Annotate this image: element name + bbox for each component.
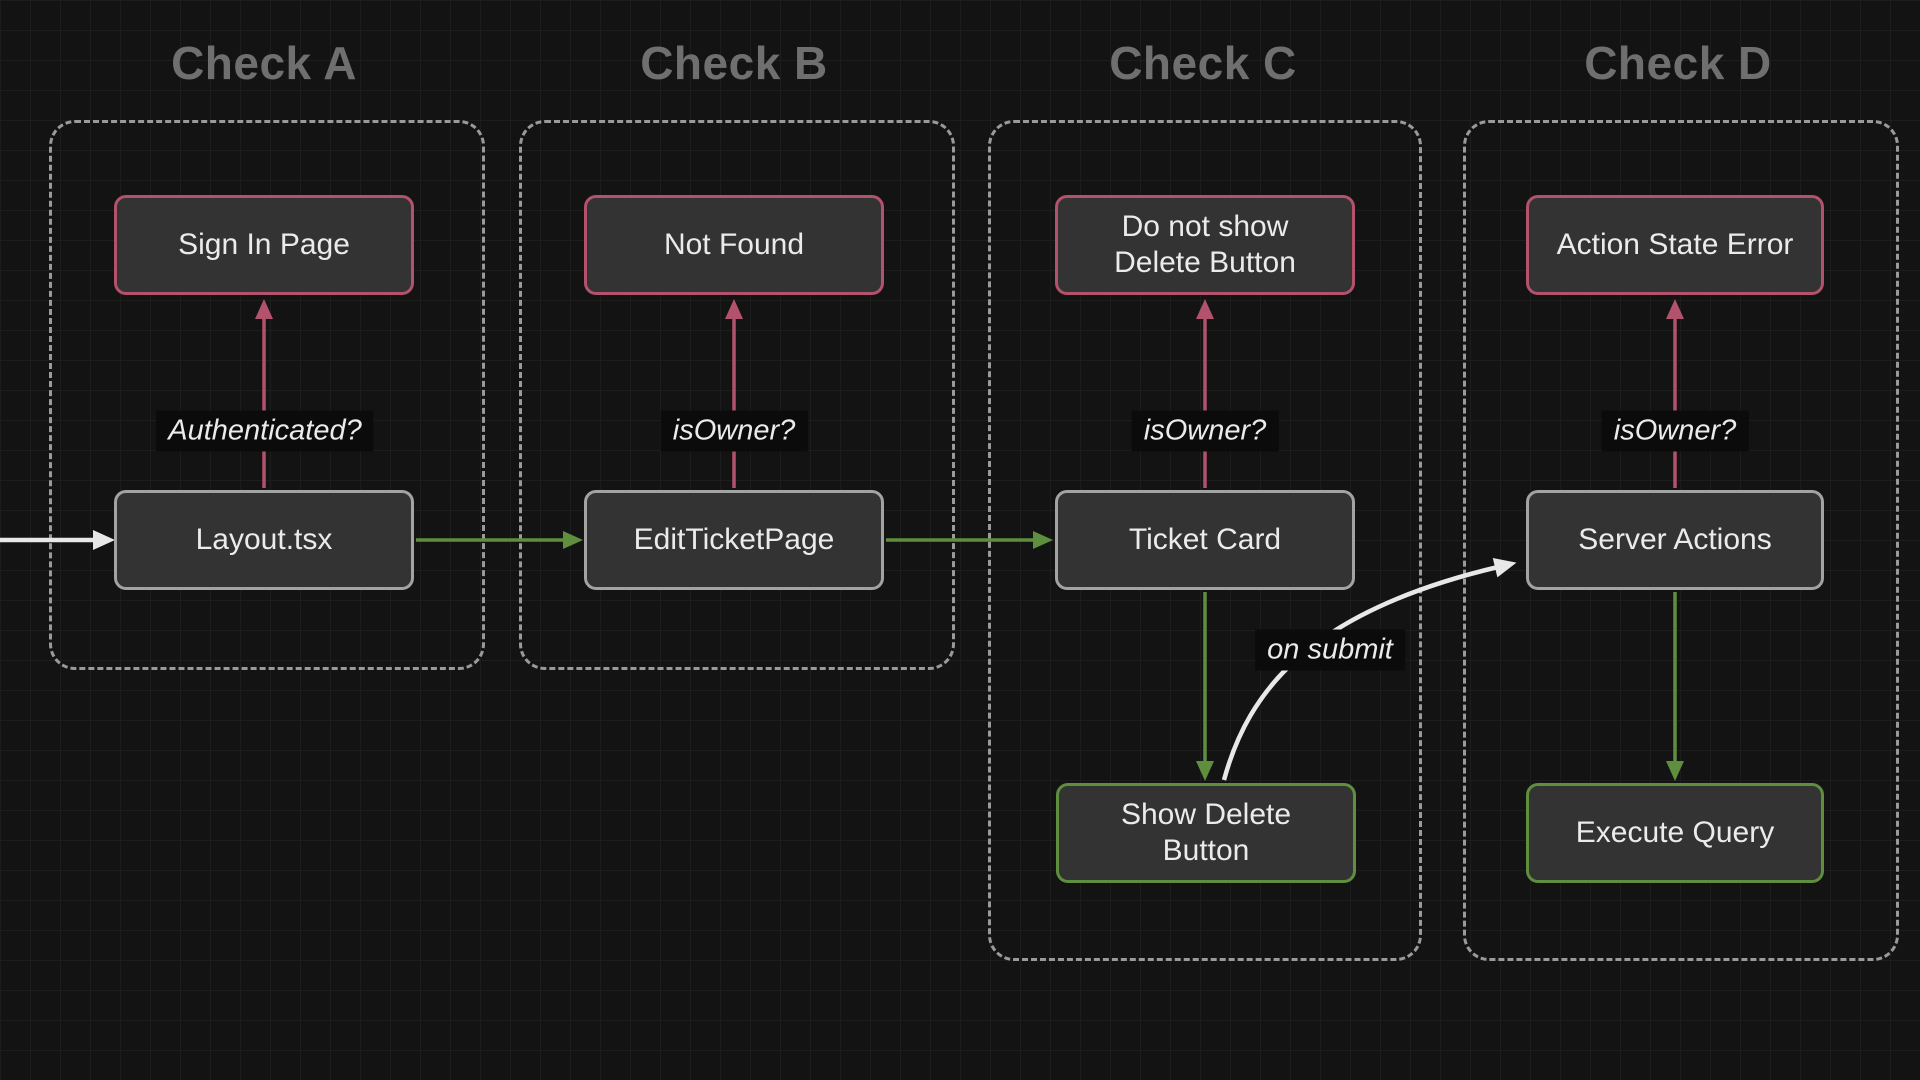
column-title-check-b: Check B <box>640 37 828 89</box>
node-ticket-card: Ticket Card <box>1055 490 1355 590</box>
node-action-state-error: Action State Error <box>1526 195 1824 295</box>
column-title-check-d: Check D <box>1584 37 1772 89</box>
column-title-check-c: Check C <box>1109 37 1297 89</box>
group-check-a <box>49 120 485 670</box>
node-show-delete-button: Show Delete Button <box>1056 783 1356 883</box>
edge-label-on-submit: on submit <box>1255 629 1405 671</box>
edge-showdelete-to-serveractions <box>1221 557 1517 781</box>
node-execute-query: Execute Query <box>1526 783 1824 883</box>
edge-label-authenticated: Authenticated? <box>156 410 374 452</box>
edge-label-isowner-b: isOwner? <box>660 410 808 452</box>
node-layout-tsx: Layout.tsx <box>114 490 414 590</box>
column-title-check-a: Check A <box>171 37 357 89</box>
node-server-actions: Server Actions <box>1526 490 1824 590</box>
edge-label-isowner-c: isOwner? <box>1131 410 1279 452</box>
edge-label-isowner-d: isOwner? <box>1601 410 1749 452</box>
node-sign-in-page: Sign In Page <box>114 195 414 295</box>
node-edit-ticket-page: EditTicketPage <box>584 490 884 590</box>
node-do-not-show-delete-button: Do not show Delete Button <box>1055 195 1355 295</box>
node-not-found: Not Found <box>584 195 884 295</box>
group-check-b <box>519 120 955 670</box>
group-check-d <box>1463 120 1899 961</box>
